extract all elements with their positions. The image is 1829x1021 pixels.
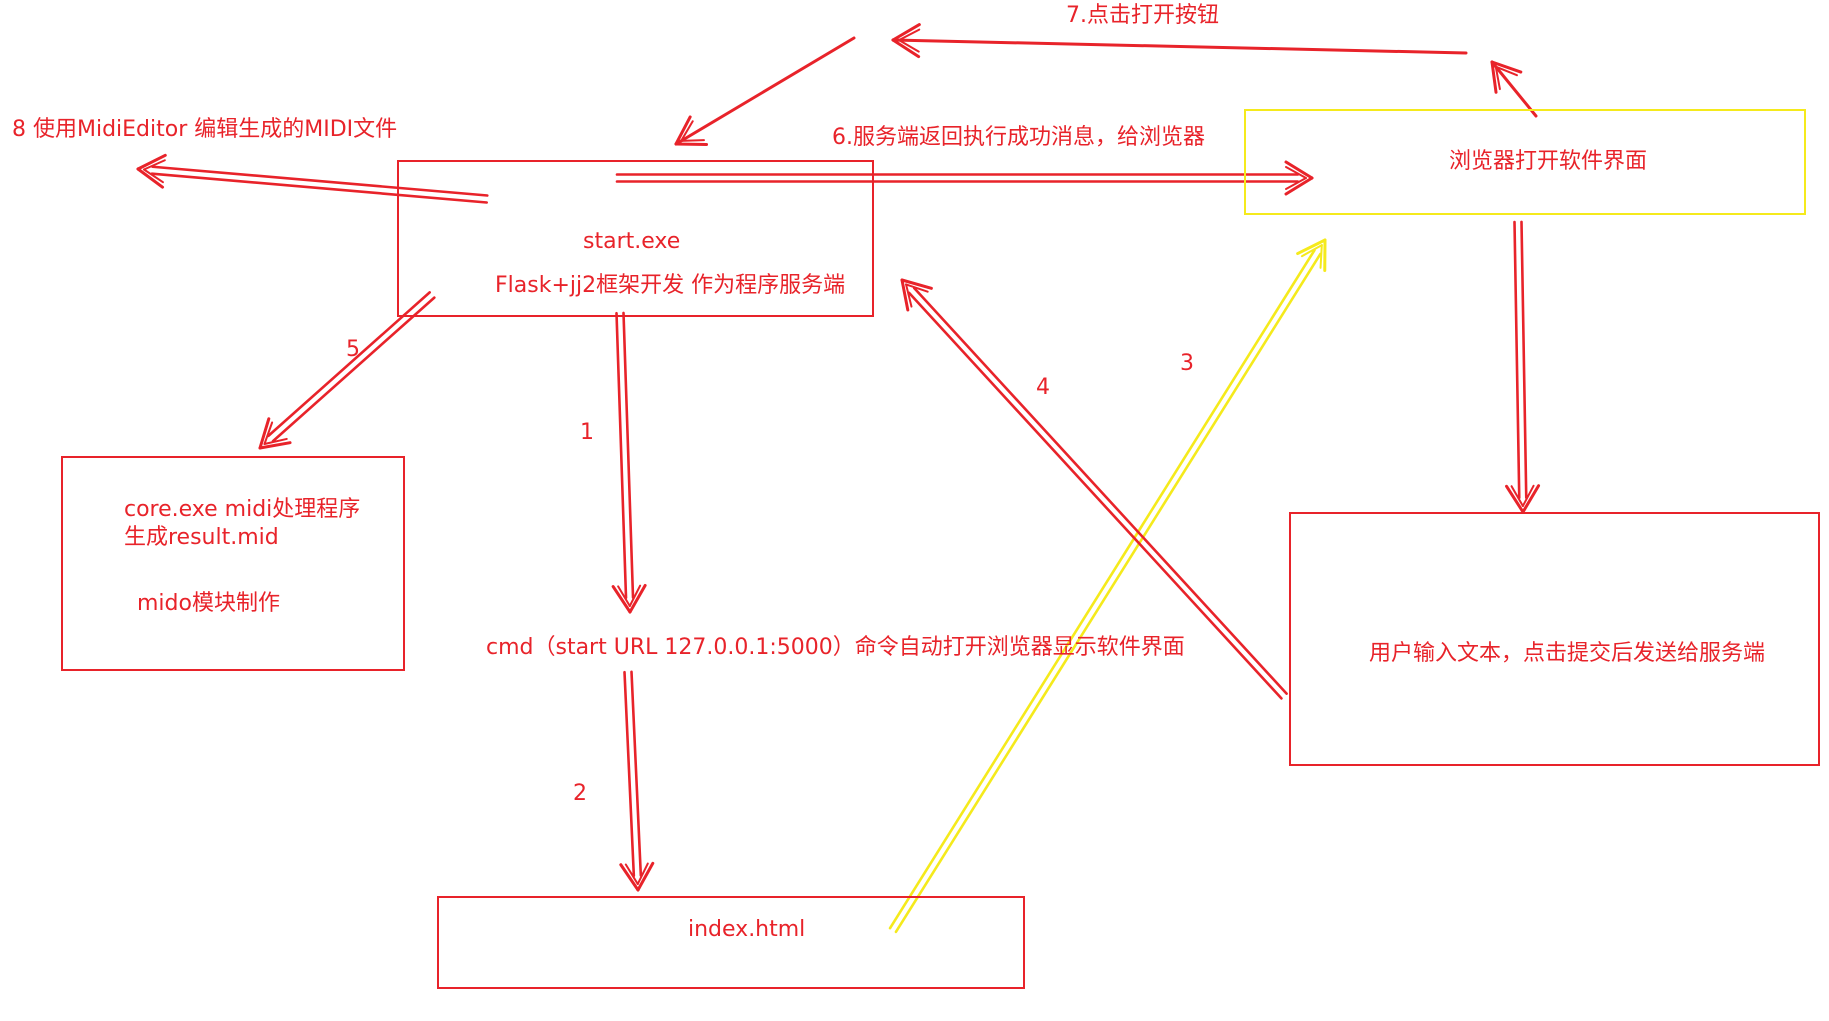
arrow-step-7-down: [674, 36, 856, 146]
index-box-label: index.html: [688, 917, 806, 942]
step-8-label: 8 使用MidiEditor 编辑生成的MIDI文件: [12, 117, 398, 142]
step-1-label: 1: [580, 420, 594, 445]
arrow-step-1: [611, 311, 647, 614]
core-box-output: 生成result.mid: [124, 525, 279, 550]
core-box-module: mido模块制作: [137, 591, 280, 616]
arrow-step-7: [891, 23, 1468, 59]
browser-box: [1244, 109, 1806, 215]
server-box-desc: Flask+jj2框架开发 作为程序服务端: [495, 273, 846, 298]
server-box-title: start.exe: [583, 229, 681, 254]
core-box: [61, 456, 405, 671]
arrow-step-6: [615, 160, 1314, 196]
step-2-label: 2: [573, 781, 587, 806]
step-6-label: 6.服务端返回执行成功消息，给浏览器: [832, 125, 1205, 150]
cmd-command-text: cmd（start URL 127.0.0.1:5000）命令自动打开浏览器显示…: [486, 635, 1185, 660]
user-box: [1289, 512, 1820, 766]
step-5-label: 5: [346, 337, 360, 362]
browser-box-label: 浏览器打开软件界面: [1449, 149, 1648, 174]
step-3-label: 3: [1180, 351, 1194, 376]
server-box: [397, 160, 874, 317]
arrow-step-4: [900, 278, 1288, 700]
arrow-step-7-up: [1490, 60, 1538, 118]
user-box-label: 用户输入文本，点击提交后发送给服务端: [1369, 641, 1766, 666]
arrow-step-2: [619, 670, 655, 892]
arrow-browser-to-user: [1505, 220, 1541, 514]
step-7-label: 7.点击打开按钮: [1066, 3, 1219, 28]
arrow-step-8: [136, 153, 489, 204]
arrow-step-3: [888, 238, 1327, 934]
arrow-layer: [136, 23, 1541, 934]
index-box: [437, 896, 1025, 989]
core-box-title: core.exe midi处理程序: [124, 497, 361, 522]
step-4-label: 4: [1036, 375, 1050, 400]
